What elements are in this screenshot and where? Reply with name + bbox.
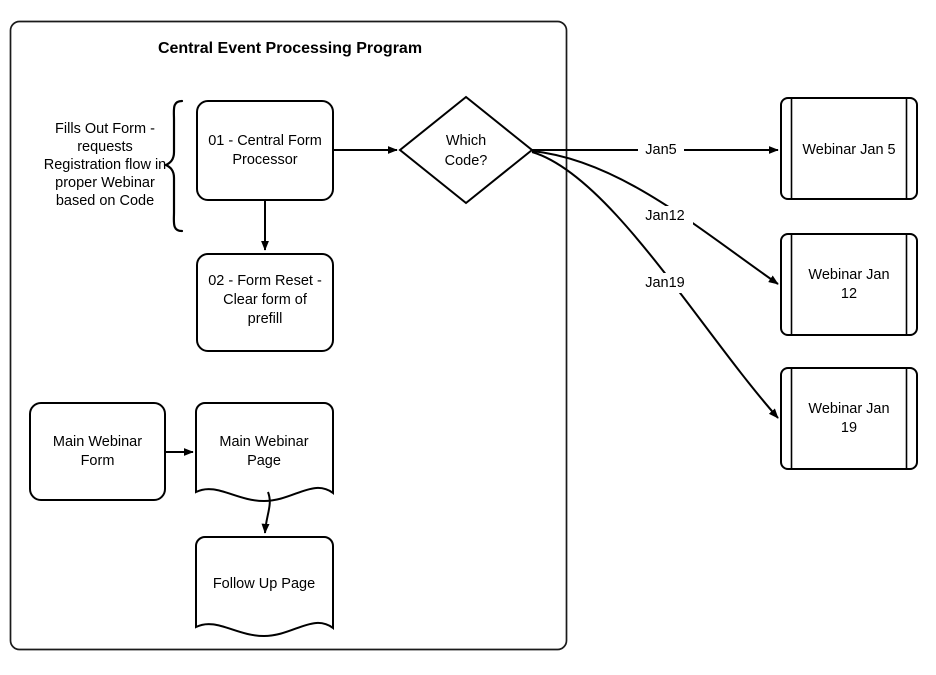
node-main-webinar-form[interactable]: Main Webinar Form (29, 402, 166, 501)
node-webinar-jan5[interactable]: Webinar Jan 5 (780, 97, 918, 200)
webinar-jan19-label-line-2: 19 (841, 420, 857, 436)
webinar-jan5-shape[interactable] (780, 97, 918, 200)
follow-up-page-shape[interactable] (195, 536, 334, 638)
central-form-processor-label-line-1: 01 - Central Form (208, 133, 322, 149)
form-reset-label-line-3: prefill (248, 311, 283, 327)
jan12-label-backdrop (637, 206, 693, 226)
node-webinar-jan19[interactable]: Webinar Jan 19 (780, 367, 918, 470)
node-central-form-processor[interactable]: 01 - Central Form Processor (196, 100, 334, 201)
jan19-label-backdrop (637, 273, 693, 293)
form-reset-label-line-1: 02 - Form Reset - (208, 273, 322, 289)
node-follow-up-page[interactable]: Follow Up Page (195, 536, 334, 638)
central-form-processor-label-line-2: Processor (232, 152, 297, 168)
main-webinar-form-shape[interactable] (29, 402, 166, 501)
annotation-line-5: based on Code (56, 193, 154, 209)
edge-page-to-followup (261, 491, 271, 534)
node-which-code[interactable]: Which Code? (398, 95, 534, 205)
webinar-jan19-label-line-1: Webinar Jan (808, 401, 889, 417)
edges (165, 146, 779, 534)
which-code-label-line-1: Which (446, 133, 486, 149)
edge-decision-to-jan19 (531, 151, 779, 419)
edge-decision-to-jan12 (531, 150, 779, 285)
webinar-jan12-shape[interactable] (780, 233, 918, 336)
node-main-webinar-page[interactable]: Main Webinar Page (195, 402, 334, 503)
form-reset-shape[interactable] (196, 253, 334, 352)
main-webinar-page-label-line-2: Page (247, 453, 281, 469)
form-reset-label-line-2: Clear form of (223, 292, 308, 308)
webinar-jan12-label-line-2: 12 (841, 286, 857, 302)
annotation-line-3: Registration flow in (44, 157, 167, 173)
main-webinar-page-shape[interactable] (195, 402, 334, 503)
annotation-line-2: requests (77, 139, 133, 155)
which-code-label-line-2: Code? (445, 153, 488, 169)
node-form-reset[interactable]: 02 - Form Reset - Clear form of prefill (196, 253, 334, 352)
registration-annotation: Fills Out Form - requests Registration f… (44, 121, 167, 209)
annotation-line-1: Fills Out Form - (55, 121, 155, 137)
webinar-jan12-label-line-1: Webinar Jan (808, 267, 889, 283)
edge-labels: Jan5 Jan12 Jan19 (637, 140, 693, 293)
webinar-jan19-shape[interactable] (780, 367, 918, 470)
main-webinar-form-label-line-2: Form (81, 453, 115, 469)
annotation-line-4: proper Webinar (55, 175, 155, 191)
edge-label-jan12: Jan12 (645, 208, 685, 224)
node-webinar-jan12[interactable]: Webinar Jan 12 (780, 233, 918, 336)
main-webinar-page-label-line-1: Main Webinar (219, 434, 308, 450)
container-title: Central Event Processing Program (158, 40, 422, 57)
webinar-jan5-label: Webinar Jan 5 (802, 142, 895, 158)
jan5-label-backdrop (638, 140, 684, 160)
curly-brace (163, 99, 184, 233)
edge-label-jan5: Jan5 (645, 142, 676, 158)
follow-up-page-label: Follow Up Page (213, 576, 315, 592)
main-webinar-form-label-line-1: Main Webinar (53, 434, 142, 450)
which-code-shape[interactable] (398, 95, 534, 205)
central-form-processor-shape[interactable] (196, 100, 334, 201)
edge-label-jan19: Jan19 (645, 275, 685, 291)
